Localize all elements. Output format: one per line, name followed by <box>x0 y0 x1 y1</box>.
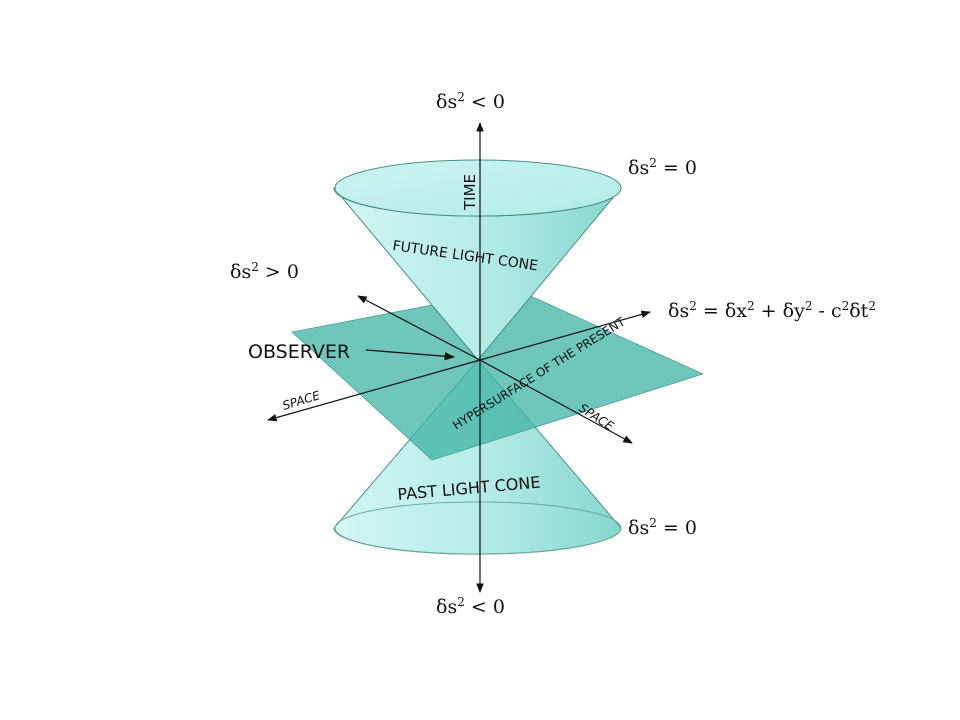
eq-top-timelike: δs2 < 0 <box>436 90 505 113</box>
past-light-cone <box>333 359 622 555</box>
future-cone-cap <box>334 159 622 217</box>
eq-metric: δs2 = δx2 + δy2 - c2δt2 <box>668 299 876 322</box>
eq-spacelike: δs2 > 0 <box>230 260 299 283</box>
space-axis-arrow-right <box>479 310 651 361</box>
eq-bottom-timelike: δs2 < 0 <box>436 595 505 618</box>
space-axis-arrow-left <box>267 359 481 422</box>
observer-pointer-arrow <box>365 349 456 361</box>
observer-label: OBSERVER <box>248 341 350 363</box>
time-axis-label: TIME <box>461 174 479 211</box>
eq-past-null: δs2 = 0 <box>628 516 697 539</box>
eq-future-null: δs2 = 0 <box>628 156 697 179</box>
past-cone-rim <box>334 501 622 555</box>
space-axis2-arrow-upleft <box>357 295 481 361</box>
space-left-label: SPACE <box>281 388 322 413</box>
space-axis2-arrow-downright <box>479 359 633 444</box>
future-light-cone <box>333 159 622 361</box>
